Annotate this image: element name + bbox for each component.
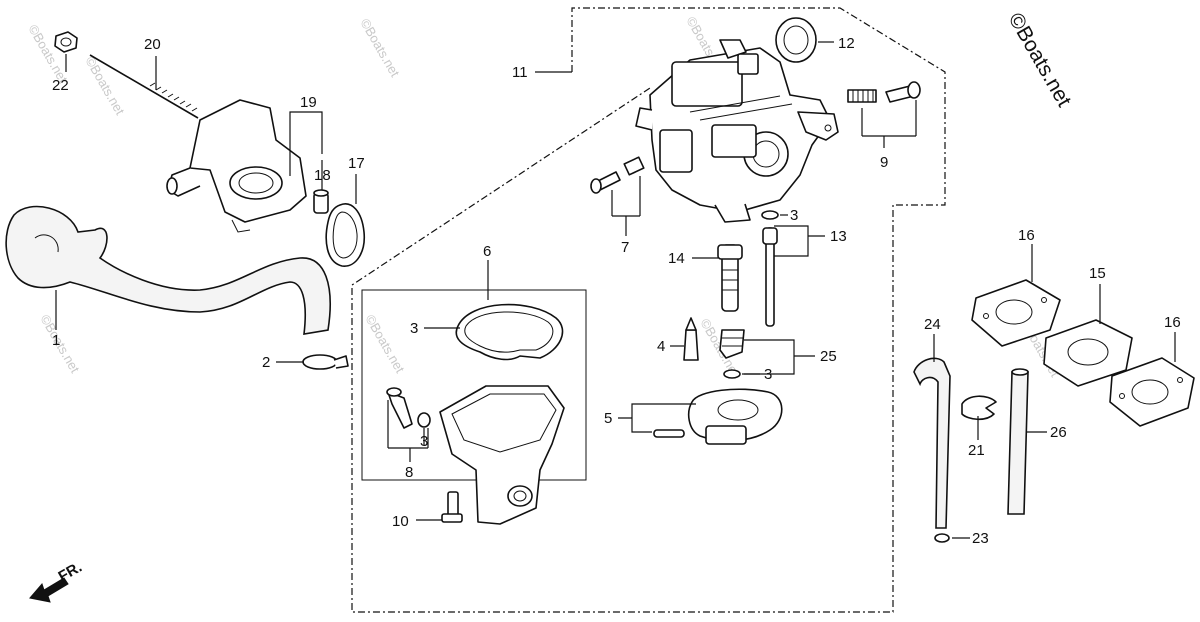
float-part-5 <box>687 388 783 445</box>
callout-19: 19 <box>300 94 317 111</box>
carburetor-assembly-boundary <box>351 7 946 613</box>
gasket-part-17 <box>325 203 366 267</box>
callout-2: 2 <box>262 354 270 371</box>
spring-and-screw-part-9 <box>847 81 921 103</box>
carburetor-body-part-11 <box>635 39 839 223</box>
breather-tube-part-24 <box>913 357 951 529</box>
float-chamber <box>439 385 565 525</box>
front-arrow-icon <box>29 577 69 603</box>
brand-logo-text: ©Boats.net <box>1004 9 1076 111</box>
fuel-hose-end-opening <box>34 234 59 253</box>
nut-part-22 <box>54 31 78 53</box>
callout-7: 7 <box>621 239 629 256</box>
callout-9: 9 <box>880 154 888 171</box>
callout-12: 12 <box>838 35 855 52</box>
collar-part-18 <box>313 189 329 214</box>
callout-25: 25 <box>820 348 837 365</box>
float-chamber-group-box <box>361 289 587 481</box>
callout-15: 15 <box>1089 265 1106 282</box>
callout-21: 21 <box>968 442 985 459</box>
o-ring-part-3 <box>417 412 431 428</box>
gasket-inner-edge <box>464 311 554 353</box>
insulator-gasket-part-16 <box>1109 357 1195 427</box>
fuel-joint-part-19 <box>166 99 307 233</box>
callout-13: 13 <box>830 228 847 245</box>
tube-part-26 <box>1007 371 1029 515</box>
callout-18: 18 <box>314 167 331 184</box>
leader-lines <box>55 41 1176 539</box>
hose-clamp-part-2 <box>302 354 349 370</box>
o-ring-part-3 <box>761 210 779 220</box>
callout-26: 26 <box>1050 424 1067 441</box>
nut-hole <box>60 37 72 47</box>
callout-17: 17 <box>348 155 365 172</box>
insulator-part-15 <box>1043 319 1133 387</box>
callout-10: 10 <box>392 513 409 530</box>
insulator-gasket-part-16 <box>971 279 1061 347</box>
float-chamber-gasket-part-6 <box>455 303 564 361</box>
slow-jet-part-14 <box>717 244 743 312</box>
callout-3: 3 <box>410 320 418 337</box>
callout-6: 6 <box>483 243 491 260</box>
callout-20: 20 <box>144 36 161 53</box>
front-direction-indicator: FR. <box>29 559 85 603</box>
callout-5: 5 <box>604 410 612 427</box>
float-valve-part-4 <box>683 329 699 361</box>
watermark: ©Boats.net <box>362 312 407 376</box>
callout-11: 11 <box>512 64 528 81</box>
bolt-part-10 <box>441 491 463 523</box>
callout-23: 23 <box>972 530 989 547</box>
tube-end <box>1011 368 1029 376</box>
float-pin-part-5 <box>653 429 685 438</box>
clip-part-21 <box>961 395 997 421</box>
callout-16: 16 <box>1018 227 1035 244</box>
clip-part-23 <box>934 533 950 543</box>
screw-and-spring-part-7 <box>590 156 645 194</box>
callout-24: 24 <box>924 316 941 333</box>
drain-screw-part-8 <box>386 387 413 429</box>
callout-16: 16 <box>1164 314 1181 331</box>
callout-3: 3 <box>764 366 772 383</box>
callout-labels: 22 20 19 18 17 1 2 11 12 9 7 3 13 14 4 2… <box>52 35 1181 547</box>
main-nozzle-part-13 <box>762 227 778 327</box>
callout-3: 3 <box>420 433 428 450</box>
seal-ring-part-12 <box>775 17 817 63</box>
callout-1: 1 <box>52 332 60 349</box>
bolt-thread-lines <box>149 82 198 112</box>
main-jet-part-25 <box>719 329 745 359</box>
gasket-inner-edge <box>332 211 358 259</box>
long-bolt-part-20 <box>89 54 199 119</box>
callout-14: 14 <box>668 250 685 267</box>
fuel-hose-part-1 <box>5 205 331 335</box>
float-valve-needle <box>685 317 697 331</box>
callout-3: 3 <box>790 207 798 224</box>
watermark: ©Boats.net <box>357 16 402 80</box>
callout-22: 22 <box>52 77 69 94</box>
callout-4: 4 <box>657 338 665 355</box>
o-ring-part-3 <box>723 369 741 379</box>
callout-8: 8 <box>405 464 413 481</box>
